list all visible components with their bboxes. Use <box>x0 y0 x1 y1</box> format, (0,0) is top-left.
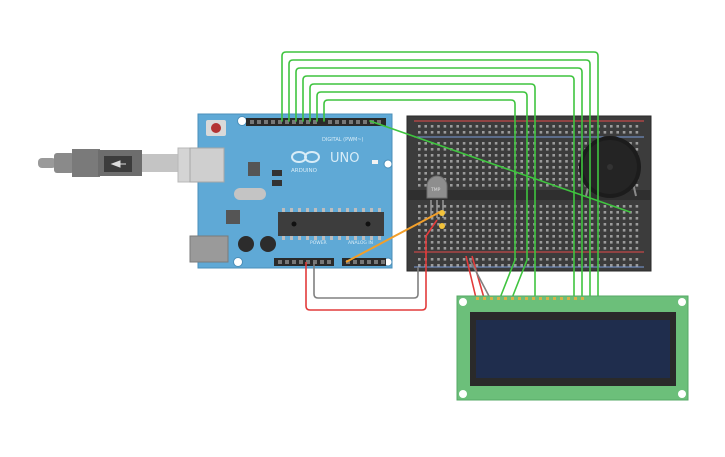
green-data-wires <box>281 51 631 299</box>
piezo-buzzer <box>579 136 641 198</box>
sensor-label: TMP <box>430 187 441 193</box>
power-wires <box>305 211 491 311</box>
sensor-junction-dot <box>439 210 445 216</box>
arduino-brand-label: ARDUINO <box>291 168 318 174</box>
sensor-junction-dot <box>439 223 445 229</box>
arduino-model-label: UNO <box>330 151 359 166</box>
arduino-digital-label: DIGITAL (PWM~) <box>322 137 364 143</box>
arduino-power-label: POWER <box>310 240 327 246</box>
arduino-analog-label: ANALOG IN <box>348 240 373 246</box>
arduino-board: DIGITAL (PWM~) UNO ARDUINO POWER ANALOG … <box>189 113 393 269</box>
arduino-logo-icon <box>291 151 320 163</box>
temperature-sensor: TMP <box>426 175 448 218</box>
lcd-module <box>456 295 689 401</box>
